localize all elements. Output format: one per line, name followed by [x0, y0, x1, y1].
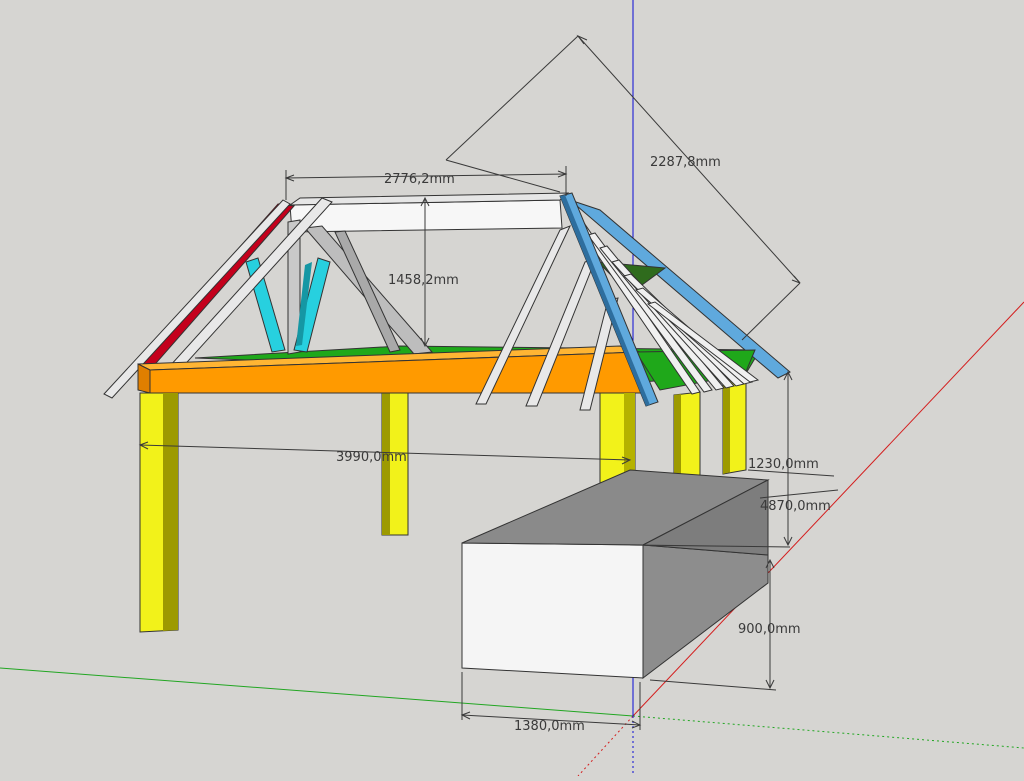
dimension-overall-depth-label: 4870,0mm	[760, 499, 831, 514]
green-axis-dotted	[632, 715, 1024, 749]
dimension-post-height-label: 1230,0mm	[748, 457, 819, 472]
dimension-post-height[interactable]	[629, 370, 835, 548]
dimension-wall-width-label: 1380,0mm	[514, 719, 585, 734]
rafter-left-outer[interactable]	[103, 199, 291, 399]
dimension-wall-height-label: 900,0mm	[738, 622, 801, 637]
hip-jack-rafters[interactable]	[574, 219, 760, 395]
truss-strut-inner[interactable]	[334, 230, 401, 353]
ridge-beam[interactable]	[288, 192, 570, 233]
dimension-span-length[interactable]	[138, 441, 632, 465]
post-front-left[interactable]	[139, 392, 179, 633]
post-back-center[interactable]	[381, 389, 409, 536]
beam-orange-front[interactable]	[137, 345, 643, 394]
brace-cyan-right[interactable]	[293, 257, 331, 353]
rafter-front-1[interactable]	[475, 225, 571, 405]
dimension-hip-length-label: 2287,8mm	[650, 155, 721, 170]
dimension-overall-depth[interactable]	[759, 489, 839, 499]
hip-rafter-blue[interactable]	[559, 192, 659, 407]
post-back-right[interactable]	[722, 373, 747, 475]
dimension-ridge-length[interactable]	[284, 166, 568, 200]
red-axis-dotted	[577, 715, 634, 777]
truss-king-post[interactable]	[287, 219, 301, 355]
dimension-wall-width[interactable]	[460, 672, 642, 730]
dimension-truss-height-label: 1458,2mm	[388, 273, 459, 288]
dimension-span-length-label: 3990,0mm	[336, 450, 407, 465]
dimension-truss-height[interactable]	[420, 196, 430, 348]
concrete-wall[interactable]	[461, 469, 770, 680]
green-axis	[0, 667, 634, 717]
dimension-hip-length[interactable]	[445, 34, 801, 341]
roof-panel-blue[interactable]	[569, 199, 791, 379]
red-axis	[632, 301, 1024, 717]
dimension-wall-height[interactable]	[649, 558, 777, 691]
dimension-ridge-length-label: 2776,2mm	[384, 172, 455, 187]
